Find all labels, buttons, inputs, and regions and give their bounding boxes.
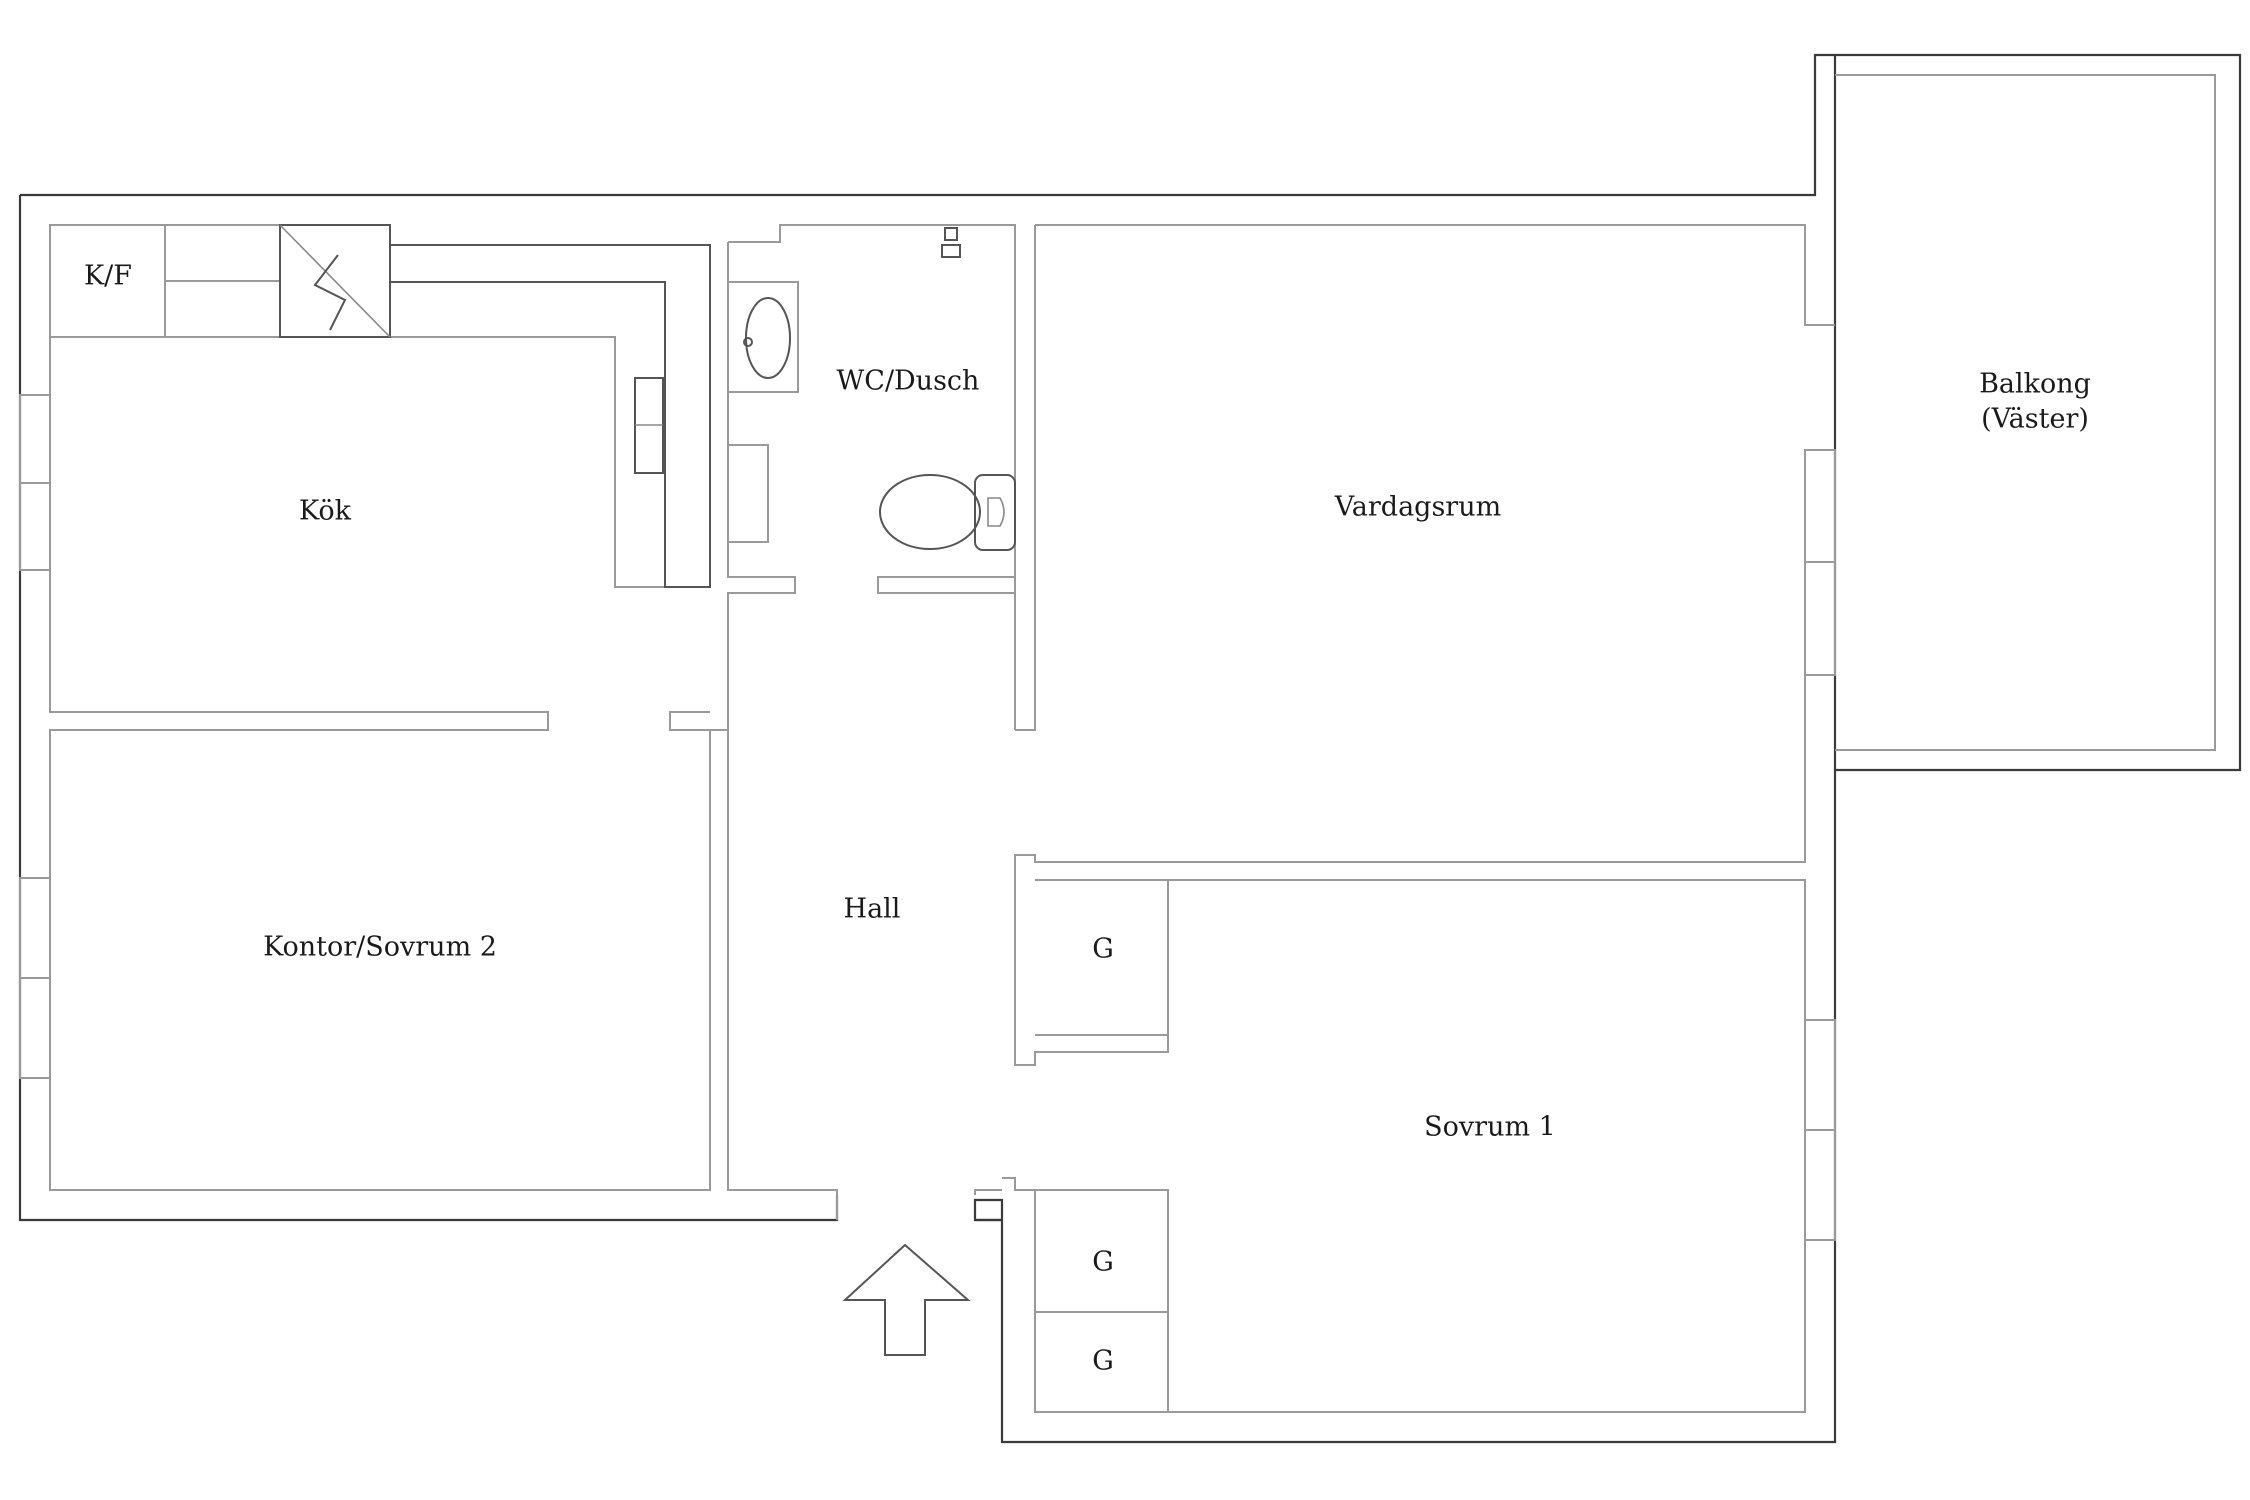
label-sovrum-1: Sovrum 1 <box>1424 1112 1556 1143</box>
outer-walls <box>18 53 2242 1444</box>
label-wc-dusch: WC/Dusch <box>837 366 980 397</box>
interior-walls <box>49 224 1835 1413</box>
label-kok: Kök <box>299 496 352 527</box>
label-closet: G <box>1092 1346 1114 1377</box>
label-balkong: Balkong <box>1979 369 2091 400</box>
washbasin-icon <box>745 297 791 379</box>
entrance-arrow-icon <box>842 1243 971 1356</box>
label-closet: G <box>1092 1247 1114 1278</box>
balcony-outline <box>1835 74 2216 751</box>
toilet-icon <box>879 474 981 550</box>
windows <box>19 394 1836 1241</box>
bathroom-fixtures <box>727 227 1016 551</box>
stove-icon <box>313 254 347 331</box>
label-closet: G <box>1092 934 1114 965</box>
kitchen-fixtures <box>49 224 711 588</box>
label-balkong-direction: (Väster) <box>1981 404 2089 435</box>
label-kf: K/F <box>84 261 132 292</box>
label-hall: Hall <box>844 894 901 925</box>
shower-head-icon <box>944 227 958 241</box>
label-kontor-sovrum-2: Kontor/Sovrum 2 <box>263 932 497 963</box>
label-vardagsrum: Vardagsrum <box>1334 492 1501 523</box>
